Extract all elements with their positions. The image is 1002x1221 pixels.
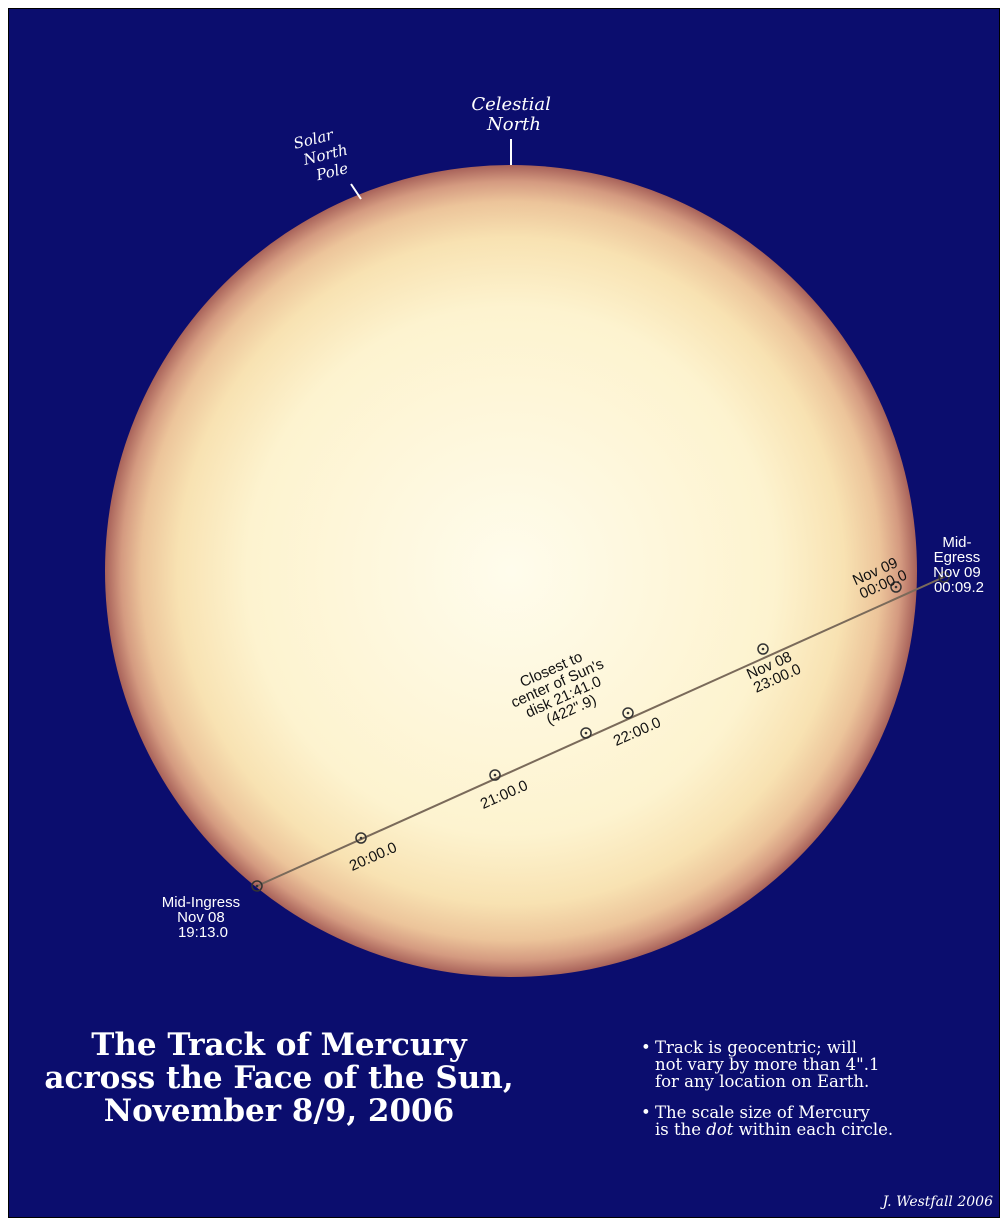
note-item: • The scale size of Mercury is the dot w… [641,1104,991,1138]
credit-text: J. Westfall 2006 [882,1194,993,1210]
title-line-3: November 8/9, 2006 [103,1093,455,1129]
note-text: Track is geocentric; will not vary by mo… [655,1038,880,1091]
emphasis-text: dot [706,1120,734,1139]
mercury-closest-marker [580,727,592,739]
mercury-0000-marker [890,581,902,593]
diagram-title: The Track of Mercury across the Face of … [29,1029,529,1128]
bullet-icon: • [641,1103,651,1122]
mercury-mid-egress-marker [938,571,950,583]
note-text: The scale size of Mercury is the dot wit… [655,1103,894,1139]
title-line-1: The Track of Mercury [91,1027,467,1063]
mid-ingress-label: Mid-Ingress Nov 08 19:13.0 [162,894,245,941]
mercury-track-line [256,576,945,887]
note-item: • Track is geocentric; will not vary by … [641,1039,991,1090]
mid-egress-label: Mid- Egress Nov 09 00:09.2 [933,534,985,596]
solar-north-pole-label: Solar North Pole [292,122,359,188]
mercury-2300-marker [757,643,769,655]
title-line-2: across the Face of the Sun, [44,1060,514,1096]
celestial-north-label: Celestial North [471,94,556,135]
sun-diagram: Celestial North Solar North Pole [105,94,985,977]
solar-north-pole-tick [350,183,362,200]
notes-list: • Track is geocentric; will not vary by … [641,1039,991,1152]
bullet-icon: • [641,1038,651,1057]
sun-disk [105,165,917,977]
mercury-2100-marker [489,769,501,781]
mercury-mid-ingress-marker [251,880,263,892]
mercury-2200-marker [622,707,634,719]
mercury-2000-marker [355,832,367,844]
diagram-frame: Celestial North Solar North Pole [8,8,1000,1218]
